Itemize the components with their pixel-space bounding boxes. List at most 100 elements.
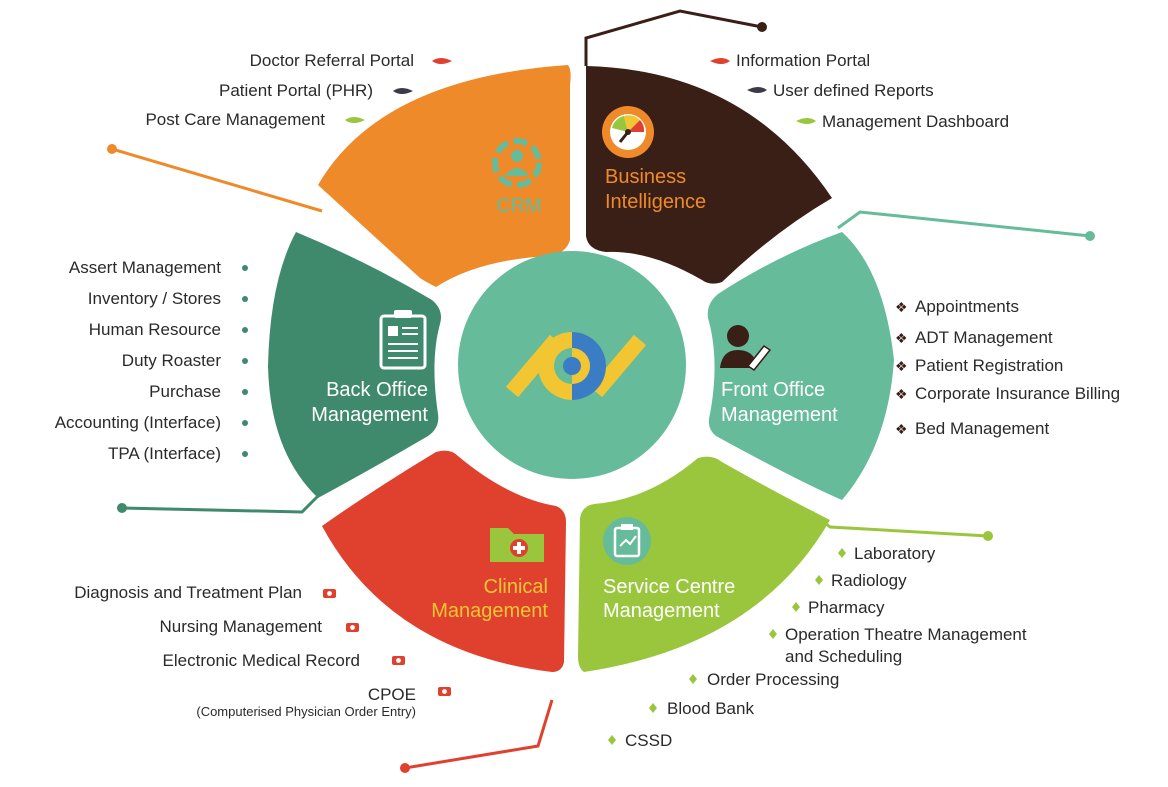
crm-list: Doctor Referral Portal Patient Portal (P…	[145, 51, 452, 129]
list-item: Order Processing	[707, 670, 839, 689]
service-centre-label-1: Service Centre	[603, 576, 735, 598]
gauge-icon	[602, 106, 654, 158]
list-item: Duty Roaster	[122, 351, 222, 370]
crm-connector	[111, 147, 323, 213]
list-item: Appointments	[915, 297, 1019, 316]
pin-bullet-icon	[345, 117, 365, 123]
pin-bullet-icon	[393, 88, 413, 94]
list-item: Information Portal	[736, 51, 870, 70]
hand-bullet-icon: ❖	[895, 330, 908, 346]
list-item: Inventory / Stores	[88, 289, 221, 308]
dot-bullet-icon	[242, 451, 248, 457]
list-item: Doctor Referral Portal	[250, 51, 414, 70]
list-item: Post Care Management	[145, 110, 325, 129]
list-item: Pharmacy	[808, 598, 885, 617]
back-office-label-2: Management	[311, 404, 428, 426]
hand-bullet-icon: ❖	[895, 299, 908, 315]
hand-bullet-icon: ❖	[895, 421, 908, 437]
clinical-connector-dot	[400, 763, 410, 773]
service-centre-list: Laboratory Radiology Pharmacy Operation …	[608, 544, 1027, 750]
service-centre-connector	[811, 510, 989, 538]
list-item: ADT Management	[915, 328, 1053, 347]
pin-bullet-icon	[432, 58, 452, 64]
list-item: Management Dashboard	[822, 112, 1009, 131]
front-office-segment[interactable]	[707, 232, 894, 500]
front-office-list: ❖ ❖ ❖ ❖ ❖ Appointments ADT Management Pa…	[895, 297, 1120, 438]
service-centre-segment[interactable]	[578, 456, 830, 672]
list-item-continuation: and Scheduling	[785, 647, 902, 666]
list-item: CSSD	[625, 731, 672, 750]
list-item: CPOE	[368, 685, 416, 704]
pin-bullet-icon	[796, 118, 816, 124]
back-office-connector	[121, 492, 322, 514]
list-item: User defined Reports	[773, 81, 934, 100]
clinical-label-1: Clinical	[484, 576, 548, 598]
cpoe-subtitle: (Computerised Physician Order Entry)	[196, 704, 416, 719]
back-office-list: Assert Management Inventory / Stores Hum…	[55, 258, 248, 463]
service-centre-connector-dot	[983, 531, 993, 541]
list-item: Purchase	[149, 382, 221, 401]
clinical-connector	[404, 699, 554, 770]
crm-cycle-person-icon	[492, 138, 542, 188]
front-office-connector-dot	[1085, 231, 1095, 241]
crm-label: CRM	[496, 195, 542, 217]
diamond-bullet-icon	[689, 674, 697, 684]
camera-bullet-icon	[323, 589, 336, 598]
connector-lines	[107, 9, 1095, 773]
front-office-connector	[837, 210, 1091, 238]
list-item: Human Resource	[89, 320, 221, 339]
dot-bullet-icon	[242, 389, 248, 395]
camera-bullet-icon	[346, 623, 359, 632]
person-pen-icon	[720, 325, 772, 372]
form-clipboard-icon	[379, 310, 427, 370]
dot-bullet-icon	[242, 327, 248, 333]
pin-bullet-icon	[710, 58, 730, 64]
list-item: Electronic Medical Record	[163, 651, 360, 670]
center-hub	[458, 251, 686, 479]
camera-bullet-icon	[438, 687, 451, 696]
back-office-segment[interactable]	[268, 232, 441, 498]
front-office-label-2: Management	[721, 404, 838, 426]
medical-folder-icon	[490, 528, 544, 562]
business-intelligence-label-2: Intelligence	[605, 191, 706, 213]
list-item: Diagnosis and Treatment Plan	[74, 583, 302, 602]
clinical-segment[interactable]	[322, 450, 566, 672]
back-office-connector-dot	[117, 503, 127, 513]
list-item: Radiology	[831, 571, 907, 590]
list-item: Blood Bank	[667, 699, 754, 718]
diamond-bullet-icon	[649, 703, 657, 713]
list-item: TPA (Interface)	[108, 444, 221, 463]
list-item: Bed Management	[915, 419, 1049, 438]
dot-bullet-icon	[242, 420, 248, 426]
list-item: Patient Registration	[915, 356, 1063, 375]
hand-bullet-icon: ❖	[895, 386, 908, 402]
hand-bullet-icon: ❖	[895, 358, 908, 374]
diamond-bullet-icon	[838, 548, 846, 558]
clinical-label-2: Management	[431, 600, 548, 622]
clipboard-icon	[603, 517, 651, 565]
bi-connector-dot	[757, 22, 767, 32]
list-item: Nursing Management	[159, 617, 322, 636]
back-office-label-1: Back Office	[326, 379, 428, 401]
crm-connector-dot	[107, 144, 117, 154]
list-item: Laboratory	[854, 544, 936, 563]
diamond-bullet-icon	[608, 735, 616, 745]
business-intelligence-list: Information Portal User defined Reports …	[710, 51, 1009, 131]
dot-bullet-icon	[242, 265, 248, 271]
list-item: Operation Theatre Management	[785, 625, 1027, 644]
list-item: Accounting (Interface)	[55, 413, 221, 432]
dot-bullet-icon	[242, 296, 248, 302]
camera-bullet-icon	[392, 656, 405, 665]
clinical-list: Diagnosis and Treatment Plan Nursing Man…	[74, 583, 451, 719]
eye-logo-icon	[505, 332, 647, 400]
dot-bullet-icon	[242, 358, 248, 364]
crm-segment[interactable]	[318, 65, 571, 287]
diamond-bullet-icon	[815, 575, 823, 585]
service-centre-label-2: Management	[603, 600, 720, 622]
list-item: Patient Portal (PHR)	[219, 81, 373, 100]
bi-connector	[584, 9, 763, 66]
diamond-bullet-icon	[769, 629, 777, 639]
front-office-label-1: Front Office	[721, 379, 825, 401]
